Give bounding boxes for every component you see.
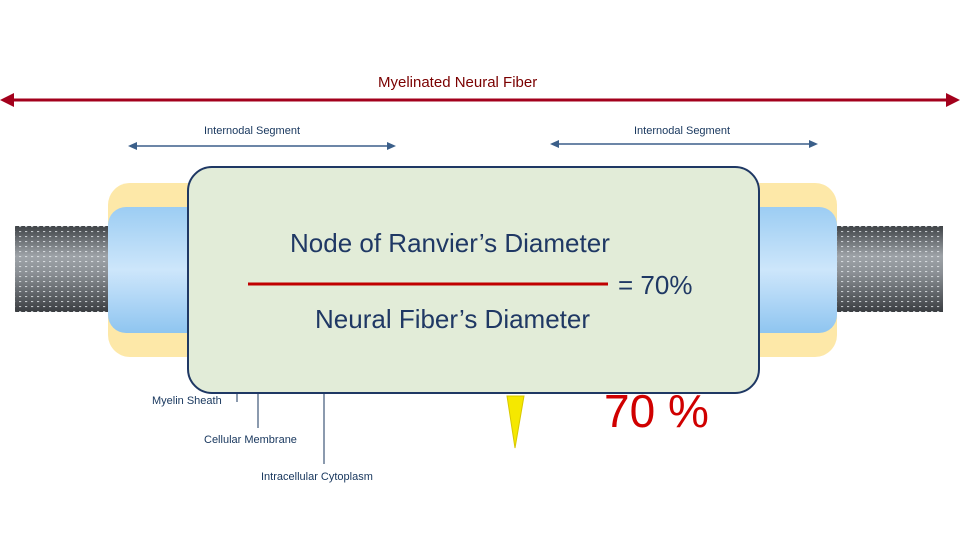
diagram-title: Myelinated Neural Fiber (378, 74, 538, 91)
equation-result: = 70% (618, 270, 693, 300)
intracellular-cytoplasm-label: Intracellular Cytoplasm (261, 471, 373, 483)
pointer-marker (506, 395, 525, 449)
myelin-sheath-label: Myelin Sheath (152, 395, 222, 407)
equation-denominator: Neural Fiber’s Diameter (315, 304, 591, 334)
cellular-membrane-label: Cellular Membrane (204, 434, 297, 446)
fiber-length-arrow (0, 93, 960, 107)
equation-panel (187, 166, 760, 394)
equation-numerator: Node of Ranvier’s Diameter (290, 228, 610, 258)
left-segment-arrow (128, 142, 396, 150)
right-segment-arrow (550, 140, 818, 148)
right-internodal-segment-label: Internodal Segment (634, 125, 731, 137)
left-internodal-segment-label: Internodal Segment (204, 125, 301, 137)
ratio-percent-label: 70 % (604, 385, 709, 437)
